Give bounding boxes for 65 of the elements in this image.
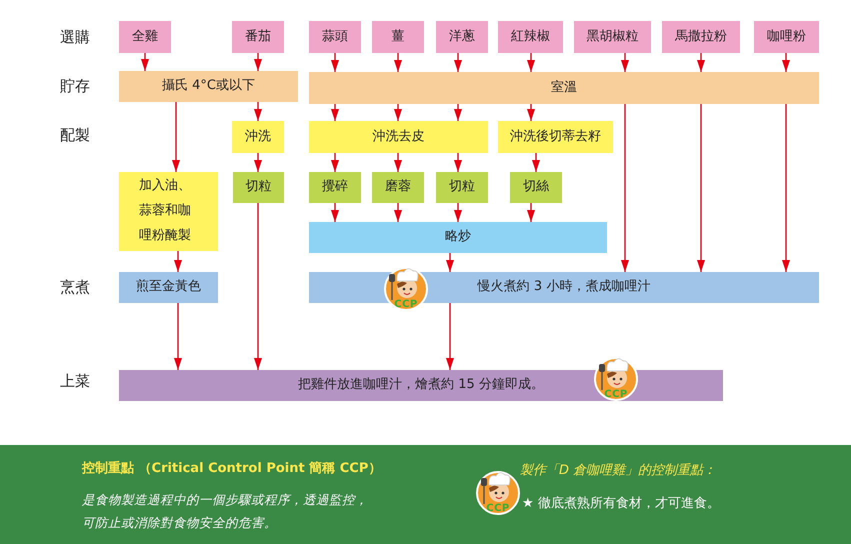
step-box: 切絲 [510,172,562,203]
step-box: 煎至金黃色 [119,272,218,303]
ccp-badge-text: CCP [485,503,511,514]
step-box: 沖洗去皮 [309,121,488,153]
step-box: 沖洗 [232,121,284,153]
step-box: 攝氏 4°C或以下 [119,71,298,102]
step-box: 黑胡椒粒 [574,21,651,53]
step-box: 切粒 [233,172,284,203]
arrow [782,104,790,272]
step-box: 紅辣椒 [498,21,563,53]
step-box: 蒜頭 [309,21,361,53]
step-box: 攪碎 [309,172,361,203]
arrow [621,53,629,72]
panel-heading: 製作「D 倉咖哩雞」的控制重點： [520,462,716,479]
step-box: 沖洗後切蒂去籽 [498,121,613,153]
arrow [454,53,462,72]
arrow [446,303,454,370]
stage-label: 貯存 [60,77,90,96]
definition-text: 是食物製造過程中的一個步驟或程序，透過監控，可防止或消除對食物安全的危害。 [82,491,369,532]
arrow [454,203,462,222]
arrow [527,53,535,72]
arrow [172,102,180,172]
arrow [254,102,262,121]
step-box: 全雞 [119,21,171,53]
arrow [454,153,462,172]
step-box: 番茄 [232,21,284,53]
step-box: 馬撒拉粉 [662,21,740,53]
panel-heading: 控制重點 （Critical Control Point 簡稱 CCP） [82,460,382,477]
step-box: 略炒 [309,222,607,253]
step-box: 室溫 [309,72,819,104]
arrow [532,153,540,172]
arrow [254,203,262,370]
arrow [331,203,339,222]
arrow [394,153,402,172]
step-box: 咖哩粉 [754,21,819,53]
arrow [174,251,182,272]
step-box: 磨蓉 [372,172,424,203]
arrow [527,104,535,121]
stage-label: 上菜 [60,372,90,391]
arrow [174,303,182,370]
arrow [394,53,402,72]
arrow [697,53,705,72]
ccp-badge-text: CCP [603,389,629,400]
step-box: 加入油、蒜蓉和咖哩粉醃製 [119,172,218,251]
stage-label: 配製 [60,126,90,145]
step-box: 切粒 [436,172,488,203]
arrow [782,53,790,72]
arrow [331,104,339,121]
arrow [141,53,149,71]
arrow [254,153,262,172]
arrow [454,104,462,121]
step-box: 薑 [372,21,424,53]
arrow [697,104,705,272]
stage-label: 選購 [60,28,90,47]
arrow [394,203,402,222]
control-point-note: ★ 徹底煮熟所有食材，才可進食。 [522,495,720,512]
step-box: 洋蔥 [436,21,488,53]
stage-label: 烹煮 [60,278,90,297]
arrow [446,253,454,272]
arrow [394,104,402,121]
arrow [331,53,339,72]
arrow [331,153,339,172]
arrow [527,203,535,222]
arrow [621,104,629,272]
arrow [254,53,262,71]
